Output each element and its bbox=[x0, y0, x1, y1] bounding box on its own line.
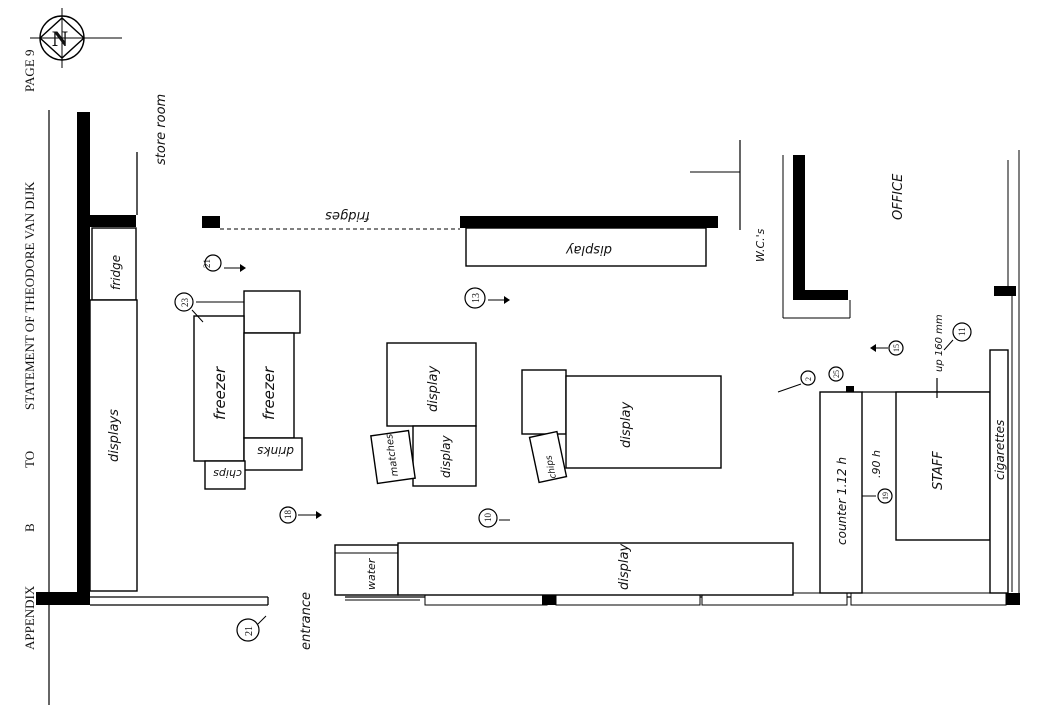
up-label: up 160 mm bbox=[934, 314, 945, 372]
entrance-label: entrance bbox=[299, 592, 314, 650]
freezer-1-label: freezer bbox=[211, 366, 229, 420]
store-room-label: store room bbox=[154, 94, 169, 165]
water-label: water bbox=[365, 557, 378, 590]
entrance-wall-corner bbox=[36, 592, 90, 605]
freezer-unit: freezer freezer drinks chips bbox=[193, 290, 303, 490]
freezer-2-label: freezer bbox=[260, 366, 278, 420]
display-front-label: display bbox=[617, 544, 632, 590]
back-wall bbox=[460, 216, 718, 228]
marker-25: 25 bbox=[828, 366, 844, 382]
office-label: OFFICE bbox=[891, 173, 906, 220]
to-label: TO bbox=[22, 451, 37, 468]
display-center: display display matches bbox=[370, 342, 477, 487]
displays-left: displays bbox=[89, 299, 138, 592]
walls bbox=[36, 110, 1020, 705]
display-center-small-label: display bbox=[439, 434, 453, 478]
fridge-label: fridge bbox=[109, 255, 123, 290]
chips-2-label: chips bbox=[544, 454, 559, 479]
counter-area: counter 1.12 h .90 h STAFF cigarettes up… bbox=[819, 296, 1013, 594]
north-arrow-icon: N bbox=[30, 8, 122, 68]
fridges-label: fridges bbox=[325, 208, 370, 223]
display-back-label: display bbox=[566, 242, 612, 257]
display-right-label: display bbox=[619, 402, 634, 448]
marker-21-top: 21 bbox=[202, 254, 246, 272]
marker-2: 2 bbox=[777, 370, 816, 393]
svg-text:18: 18 bbox=[283, 510, 293, 520]
fridge: fridge bbox=[91, 227, 137, 301]
display-right: display chips bbox=[521, 369, 722, 484]
displays-left-label: displays bbox=[107, 409, 122, 462]
svg-text:25: 25 bbox=[832, 370, 841, 378]
display-back: display bbox=[465, 227, 707, 267]
svg-text:2: 2 bbox=[804, 377, 813, 381]
svg-text:19: 19 bbox=[881, 492, 890, 500]
counter-height-label: .90 h bbox=[870, 450, 883, 478]
marker-18: 18 bbox=[279, 506, 322, 524]
staff-label: STAFF bbox=[931, 451, 946, 490]
marker-10: 10 bbox=[478, 508, 510, 528]
witness-markers: 21 23 13 11 15 2 25 bbox=[174, 254, 972, 642]
appendix-label: APPENDIX bbox=[22, 585, 37, 650]
svg-text:13: 13 bbox=[471, 293, 482, 303]
marker-15: 15 bbox=[870, 340, 904, 356]
display-center-label: display bbox=[426, 366, 441, 412]
appendix-header: APPENDIX B TO STATEMENT OF THEODORE VAN … bbox=[22, 49, 37, 650]
svg-text:21: 21 bbox=[202, 259, 212, 268]
wcs-label: W.C.'s bbox=[754, 228, 767, 262]
counter-label: counter 1.12 h bbox=[835, 457, 849, 545]
appendix-letter: B bbox=[22, 523, 37, 532]
svg-text:23: 23 bbox=[180, 298, 190, 308]
cigarettes-label: cigarettes bbox=[993, 420, 1007, 480]
svg-text:10: 10 bbox=[483, 513, 493, 523]
chips-label: chips bbox=[213, 467, 242, 480]
marker-11: 11 bbox=[943, 322, 972, 351]
statement-title: STATEMENT OF THEODORE VAN DIJK bbox=[22, 181, 37, 410]
svg-text:15: 15 bbox=[892, 344, 901, 352]
svg-text:21: 21 bbox=[244, 626, 255, 636]
office-wall-left bbox=[793, 155, 805, 300]
marker-21-entrance: 21 bbox=[236, 615, 267, 642]
marker-13: 13 bbox=[464, 287, 510, 309]
drinks-label: drinks bbox=[257, 444, 294, 458]
display-front: water display bbox=[334, 542, 794, 596]
marker-19: 19 bbox=[862, 488, 893, 504]
compass-n: N bbox=[52, 26, 68, 51]
svg-text:11: 11 bbox=[957, 327, 967, 336]
left-wall bbox=[77, 112, 90, 605]
page-number: PAGE 9 bbox=[22, 49, 37, 92]
marker-23: 23 bbox=[174, 292, 204, 323]
store-wall bbox=[90, 215, 136, 227]
